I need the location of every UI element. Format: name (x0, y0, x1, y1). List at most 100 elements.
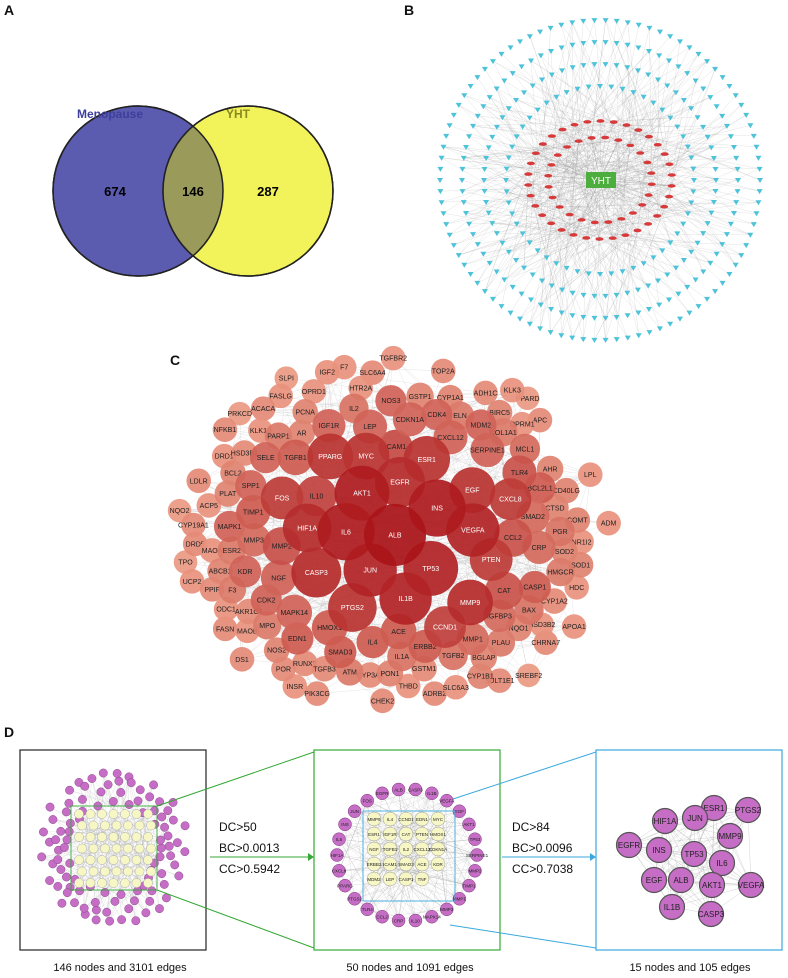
svg-text:CASP3: CASP3 (698, 910, 725, 919)
ppi-node-cxcl8: CXCL8 (489, 478, 532, 521)
outer-node (59, 843, 69, 852)
target-node (688, 106, 695, 112)
ppi-node-prkcd: PRKCD (228, 401, 252, 426)
svg-text:CASP1: CASP1 (399, 877, 414, 882)
svg-text:SELE: SELE (257, 455, 275, 462)
ingredient-node (617, 217, 626, 221)
svg-text:JUN: JUN (363, 568, 377, 575)
connector-line (449, 751, 597, 801)
target-node (499, 115, 506, 121)
venn-overlap (163, 106, 223, 276)
target-node (634, 68, 641, 74)
mid-node-il1b: IL1B (425, 786, 439, 801)
svg-text:PTGS2: PTGS2 (347, 897, 362, 902)
target-node (613, 63, 620, 69)
target-node (674, 124, 681, 130)
svg-text:ADH1C: ADH1C (474, 390, 498, 397)
inner-node (108, 878, 119, 888)
target-node (645, 72, 652, 78)
svg-text:TGFB1: TGFB1 (383, 847, 398, 852)
svg-text:TGFB2: TGFB2 (442, 653, 465, 660)
svg-text:PCNA: PCNA (295, 409, 315, 416)
target-node (463, 144, 470, 150)
outer-node (180, 821, 190, 831)
step1-frame (19, 749, 207, 951)
inner-node (85, 878, 96, 888)
outer-node (180, 847, 190, 857)
target-node (753, 211, 760, 217)
target-node (619, 86, 626, 92)
svg-text:EDN1: EDN1 (288, 636, 307, 643)
target-node (569, 313, 576, 319)
ppi-node-mmp3: MMP3 (237, 523, 271, 557)
svg-text:EGFR: EGFR (390, 480, 409, 487)
svg-text:JUN: JUN (350, 809, 359, 814)
svg-text:CYP3A4: CYP3A4 (357, 673, 384, 680)
svg-text:SERPINE1: SERPINE1 (466, 853, 489, 858)
outer-node (116, 890, 126, 899)
target-node (467, 83, 474, 89)
target-node (493, 124, 500, 130)
svg-text:ACP5: ACP5 (200, 503, 218, 510)
inner-node (97, 878, 107, 888)
target-node (499, 240, 506, 246)
svg-text:IGF2: IGF2 (319, 370, 335, 377)
target-node (602, 62, 609, 68)
svg-text:PPIF: PPIF (204, 587, 220, 594)
ppi-node-cat: CAT (485, 571, 524, 610)
venn-left-count: 674 (104, 184, 126, 199)
target-node (747, 123, 754, 129)
svg-text:PTGS2: PTGS2 (735, 806, 762, 815)
ppi-node-hmgcr: HMGCR (546, 557, 575, 587)
target-node (489, 296, 496, 302)
mid-node-mmp2: MMP2 (468, 864, 482, 878)
target-node (485, 145, 492, 151)
ingredient-node (583, 120, 592, 124)
target-node (503, 178, 509, 183)
svg-text:KLK3: KLK3 (504, 388, 521, 395)
ingredient-node (531, 204, 540, 208)
target-node (563, 265, 570, 271)
mid-node-il4: IL4 (382, 811, 398, 827)
herb-center-node (586, 172, 616, 188)
target-node (553, 94, 560, 100)
target-node (558, 310, 565, 316)
outer-node (70, 898, 79, 908)
svg-text:MMP1: MMP1 (463, 637, 483, 644)
svg-text:MPO: MPO (259, 623, 276, 630)
ppi-node-acaca: ACACA (250, 396, 276, 421)
svg-text:PGR: PGR (552, 529, 567, 536)
ppi-node-plat: PLAT (214, 480, 242, 507)
target-node (505, 200, 512, 206)
svg-text:MAPK1: MAPK1 (218, 524, 242, 531)
inner-node (85, 832, 96, 842)
target-node (712, 166, 719, 172)
target-node (558, 333, 565, 339)
ingredient-node (544, 173, 553, 178)
target-node (481, 66, 488, 72)
outer-node (131, 916, 141, 926)
target-node (580, 41, 587, 47)
mid-node-cxcl8: CXCL8 (332, 864, 347, 878)
svg-text:BIRC5: BIRC5 (489, 410, 510, 417)
target-node (513, 221, 520, 227)
target-node (569, 42, 576, 48)
final-node-egf: EGF (640, 866, 668, 894)
ingredient-node (643, 160, 652, 165)
target-node (526, 115, 533, 121)
step1-thresholds: DC>50 BC>0.0013 CC>0.5942 (219, 817, 280, 880)
target-node (667, 321, 674, 327)
target-node (710, 199, 717, 205)
outer-node (157, 812, 167, 822)
target-node (624, 335, 631, 341)
target-node (659, 248, 666, 254)
svg-text:SMAD3: SMAD3 (398, 862, 414, 867)
target-node (713, 178, 719, 183)
step1-dc: DC>50 (219, 820, 257, 834)
svg-text:HSD3B2: HSD3B2 (528, 622, 555, 629)
target-node (597, 272, 603, 277)
ppi-node-serpine1: SERPINE1 (470, 432, 505, 468)
step2-network: SERPINE1MMP2TIMP1MMP1MMP3MAPK14IL10CRPCC… (330, 782, 489, 928)
outer-node (155, 797, 164, 807)
ppi-node-cdkn1a: CDKN1A (392, 402, 427, 437)
